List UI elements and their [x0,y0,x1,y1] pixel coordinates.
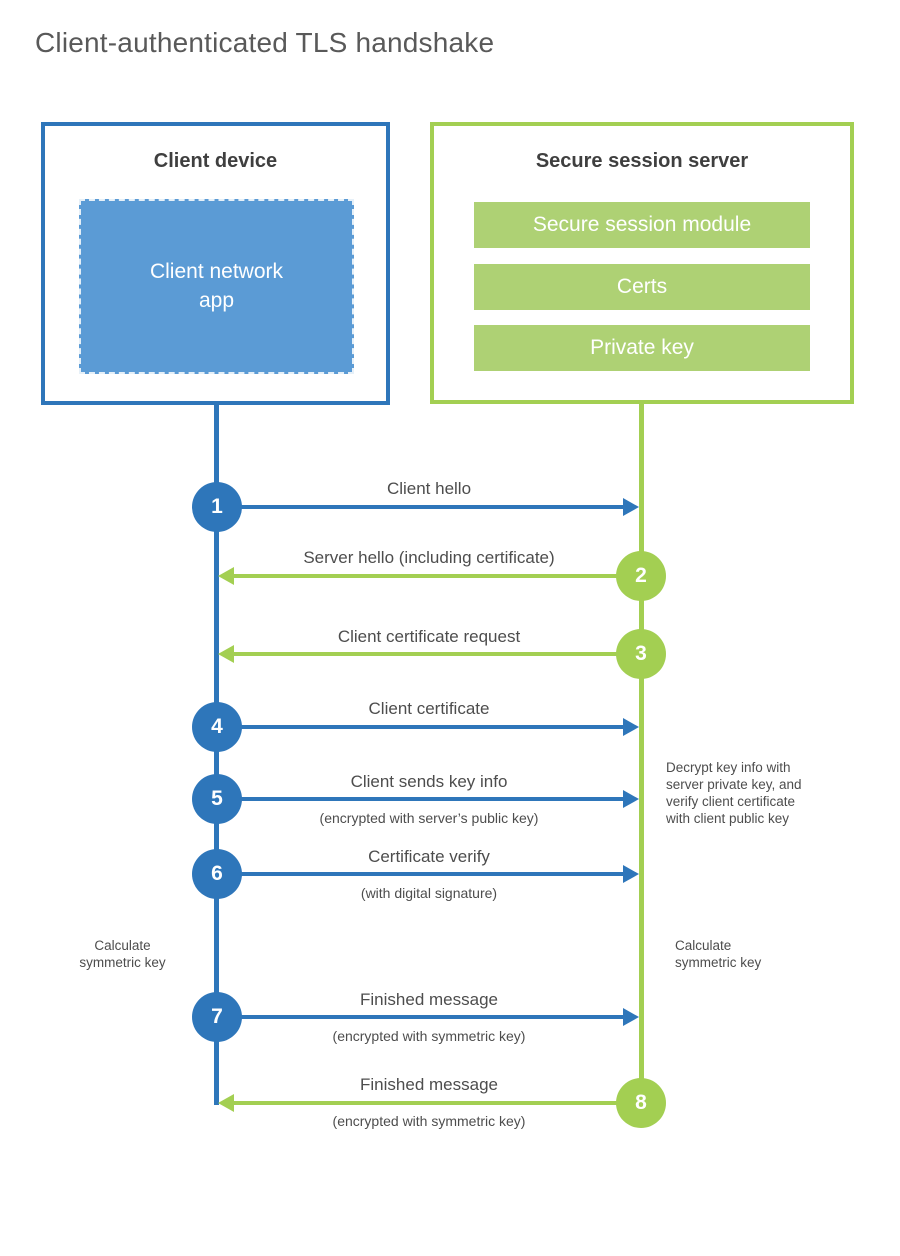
page-title: Client-authenticated TLS handshake [35,27,495,58]
step-number-badge-7: 7 [192,992,242,1042]
secure-session-server-title: Secure session server [535,150,749,172]
message-sublabel-step6: (with digital signature) [360,885,498,901]
message-label-step2: Server hello (including certificate) [303,548,555,567]
arrow-left-icon [218,567,639,585]
client-device-title: Client device [153,150,278,172]
arrow-right-icon [219,790,639,808]
message-label-step1: Client hello [386,479,472,498]
message-label-step8: Finished message [360,1075,498,1094]
step-number-badge-1: 1 [192,482,242,532]
message-label-step3: Client certificate request [337,627,521,646]
step-number-badge-3: 3 [616,629,666,679]
arrow-left-icon [218,645,639,663]
step-number-badge-4: 4 [192,702,242,752]
message-label-step6: Certificate verify [368,847,490,866]
server-module-private-key: Private key [474,325,810,371]
step-number-badge-8: 8 [616,1078,666,1128]
client-network-app-box: Client network app [79,199,354,374]
client-lifeline [214,404,219,1105]
arrow-right-icon [219,718,639,736]
message-sublabel-step5: (encrypted with server’s public key) [319,810,539,826]
server-module-certs: Certs [474,264,810,310]
message-label-step5: Client sends key info [350,772,508,791]
step-number-badge-6: 6 [192,849,242,899]
step-number-badge-2: 2 [616,551,666,601]
server-lifeline [639,403,644,1107]
arrow-right-icon [219,865,639,883]
message-label-step7: Finished message [360,990,498,1009]
arrow-right-icon [219,1008,639,1026]
message-sublabel-step7: (encrypted with symmetric key) [332,1028,526,1044]
calculate-symmetric-key-note-client: Calculate symmetric key [79,938,166,970]
calculate-symmetric-key-note-server: Calculate symmetric key [675,938,762,970]
message-label-step4: Client certificate [368,699,490,718]
message-sublabel-step8: (encrypted with symmetric key) [332,1113,526,1129]
server-module-secure-session: Secure session module [474,202,810,248]
arrow-left-icon [218,1094,639,1112]
step-number-badge-5: 5 [192,774,242,824]
server-decrypt-note: Decrypt key info with server private key… [666,760,802,826]
arrow-right-icon [219,498,639,516]
